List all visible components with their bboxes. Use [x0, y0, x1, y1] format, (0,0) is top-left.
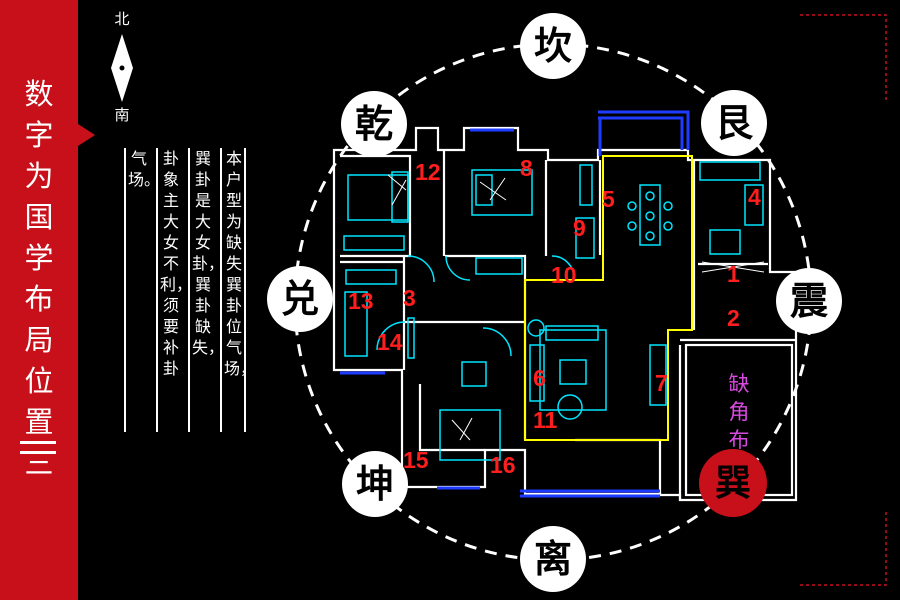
trigram-gen: 艮 [701, 90, 767, 156]
room-number-7: 7 [655, 370, 668, 396]
furniture [343, 161, 764, 461]
trigram-li: 离 [520, 526, 586, 592]
room-number-15: 15 [403, 447, 429, 473]
description-column-4: 气场。 [124, 148, 160, 432]
room-number-9: 9 [573, 215, 586, 241]
room-number-11: 11 [533, 407, 558, 433]
room-number-8: 8 [520, 155, 533, 181]
room-number-5: 5 [602, 186, 615, 212]
missing-area-label: 缺角布 [728, 372, 750, 452]
room-number-14: 14 [377, 329, 403, 355]
trigram-qian: 乾 [341, 91, 407, 157]
compass-north-label: 北 [114, 10, 130, 28]
description-column-2: 巽卦是大女卦，巽卦缺失， [188, 148, 224, 432]
trigram-zhen: 震 [776, 268, 842, 334]
room-number-6: 6 [533, 365, 546, 391]
sidebar: 数字为国学布局位置三 [0, 0, 78, 600]
room-number-3: 3 [403, 285, 416, 311]
room-number-1: 1 [727, 261, 740, 287]
trigram-kun: 坤 [342, 451, 408, 517]
trigram-kan: 坎 [520, 13, 586, 79]
sidebar-pointer [78, 124, 95, 146]
room-number-2: 2 [727, 305, 740, 331]
room-number-13: 13 [348, 288, 374, 314]
compass-south-label: 南 [114, 106, 130, 124]
door-swings [376, 255, 575, 357]
bed-hatching [387, 174, 765, 441]
room-number-16: 16 [490, 452, 516, 478]
trigram-xun: 巽 [699, 449, 767, 517]
windows [340, 110, 690, 498]
room-number-10: 10 [551, 262, 577, 288]
description-column-3: 卦象主大女不利，须要补卦 [156, 148, 192, 432]
room-number-4: 4 [748, 184, 761, 210]
compass-needle-icon [111, 34, 133, 102]
sidebar-decoration-lines [20, 441, 56, 461]
trigram-dui: 兑 [267, 266, 333, 332]
room-number-12: 12 [415, 159, 441, 185]
compass: 北 南 [100, 8, 144, 126]
sidebar-title: 数字为国学布局位置三 [24, 77, 54, 480]
zone-boundary [524, 155, 693, 441]
